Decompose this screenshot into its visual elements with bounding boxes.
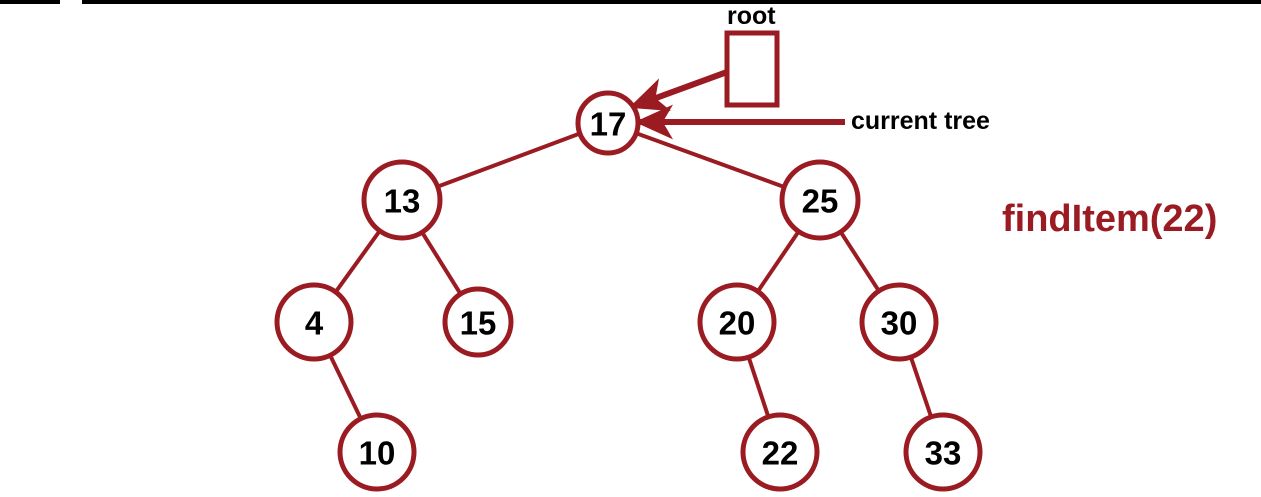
tree-edge-30-33 xyxy=(908,355,934,419)
node-value-15: 15 xyxy=(460,305,497,342)
tree-edge-25-30 xyxy=(838,229,882,293)
tree-edge-25-20 xyxy=(755,229,801,294)
node-value-25: 25 xyxy=(802,183,839,220)
tree-node-33[interactable]: 33 xyxy=(903,412,983,492)
node-circle-33 xyxy=(903,412,983,492)
node-circle-20 xyxy=(697,282,777,362)
root-pointer-arrow xyxy=(628,69,729,112)
pointer-arrows xyxy=(628,30,845,140)
node-circle-17 xyxy=(575,90,641,156)
node-circle-10 xyxy=(337,412,417,492)
node-value-13: 13 xyxy=(384,183,421,220)
node-value-30: 30 xyxy=(881,305,918,342)
tree-node-30[interactable]: 30 xyxy=(859,282,939,362)
tree-edge-13-4 xyxy=(333,228,382,294)
tree-node-15[interactable]: 15 xyxy=(442,286,514,358)
tree-node-13[interactable]: 13 xyxy=(361,159,443,241)
root-pointer-box[interactable] xyxy=(724,30,780,108)
tree-node-10[interactable]: 10 xyxy=(337,412,417,492)
tree-edge-17-13 xyxy=(435,131,582,189)
node-circle-30 xyxy=(859,282,939,362)
tree-node-17[interactable]: 17 xyxy=(575,90,641,156)
node-value-20: 20 xyxy=(719,305,756,342)
node-circle-25 xyxy=(779,159,861,241)
tree-node-25[interactable]: 25 xyxy=(779,159,861,241)
node-value-17: 17 xyxy=(590,106,627,143)
top-bar-notch xyxy=(60,0,82,4)
tree-node-20[interactable]: 20 xyxy=(697,282,777,362)
tree-node-22[interactable]: 22 xyxy=(740,412,820,492)
top-black-bar xyxy=(0,0,1261,4)
node-value-33: 33 xyxy=(925,435,962,472)
root-label: root xyxy=(727,2,776,30)
node-circle-15 xyxy=(442,286,514,358)
tree-edges xyxy=(327,131,934,421)
tree-nodes: 17 13 25 4 15 20 30 10 22 33 xyxy=(274,90,983,492)
node-circle-4 xyxy=(274,282,354,362)
tree-edge-17-25 xyxy=(634,131,786,190)
node-circle-13 xyxy=(361,159,443,241)
operation-label: findItem(22) xyxy=(1002,198,1218,240)
current-tree-label: current tree xyxy=(851,107,990,135)
tree-node-4[interactable]: 4 xyxy=(274,282,354,362)
tree-edge-20-22 xyxy=(746,355,771,419)
node-circle-22 xyxy=(740,412,820,492)
node-value-22: 22 xyxy=(762,435,799,472)
tree-edge-13-15 xyxy=(419,230,463,296)
node-value-10: 10 xyxy=(359,435,396,472)
node-value-4: 4 xyxy=(305,305,324,342)
tree-edge-4-10 xyxy=(327,353,364,421)
